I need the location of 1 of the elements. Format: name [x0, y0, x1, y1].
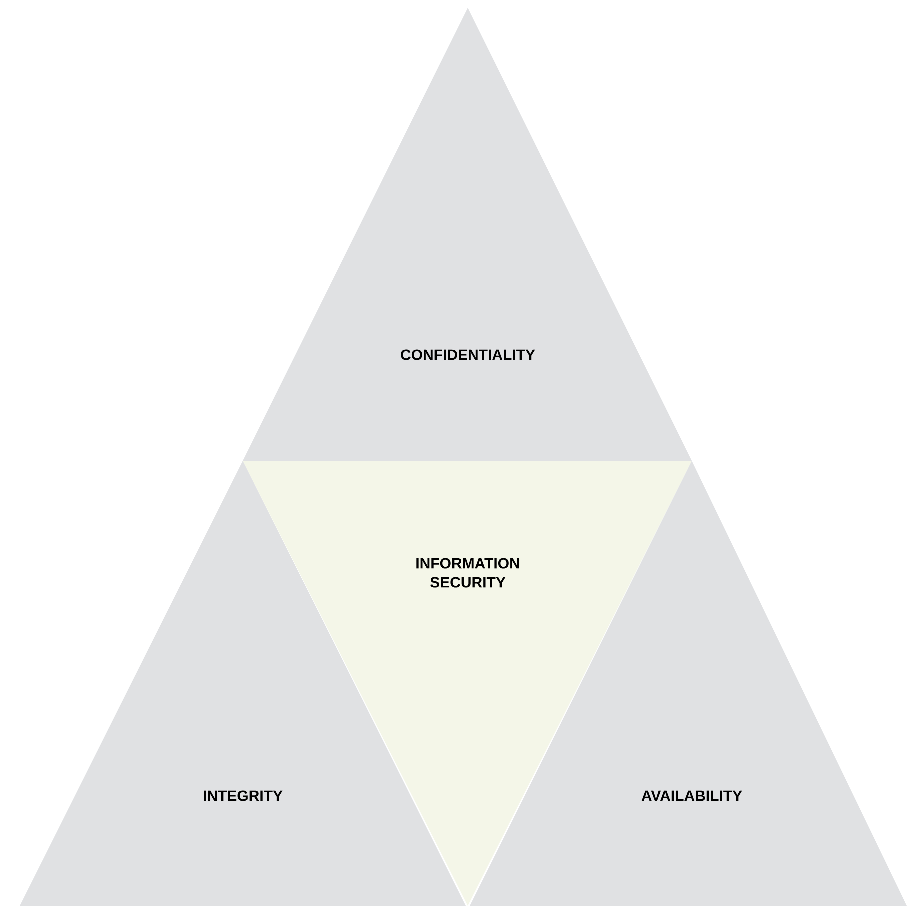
triangle: CONFIDENTIALITY — [243, 8, 692, 461]
